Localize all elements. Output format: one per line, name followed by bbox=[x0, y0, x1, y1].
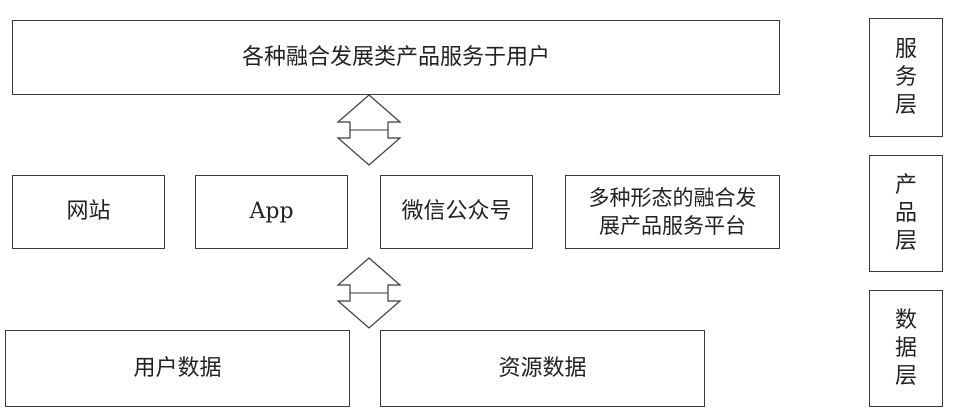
layer-label-service-text: 服务层 bbox=[895, 36, 918, 118]
layer-label-product-text: 产品层 bbox=[895, 172, 918, 254]
product-wechat-box: 微信公众号 bbox=[380, 175, 533, 249]
product-app-label: App bbox=[249, 199, 294, 224]
user-data-box: 用户数据 bbox=[5, 330, 350, 407]
user-data-label: 用户数据 bbox=[133, 355, 222, 381]
bidirectional-arrow-top bbox=[336, 94, 402, 166]
product-app-box: App bbox=[195, 175, 348, 249]
product-website-box: 网站 bbox=[12, 175, 165, 249]
layer-label-data-text: 数据层 bbox=[895, 307, 918, 389]
product-wechat-label: 微信公众号 bbox=[401, 199, 512, 224]
service-box-label: 各种融合发展类产品服务于用户 bbox=[241, 44, 550, 70]
product-website-label: 网站 bbox=[66, 199, 111, 224]
product-platform-box: 多种形态的融合发展产品服务平台 bbox=[565, 175, 780, 249]
bidirectional-arrow-bottom bbox=[336, 257, 402, 329]
resource-data-box: 资源数据 bbox=[380, 330, 705, 407]
layer-label-product: 产品层 bbox=[869, 155, 943, 272]
layer-label-data: 数据层 bbox=[869, 290, 943, 407]
service-box: 各种融合发展类产品服务于用户 bbox=[12, 20, 780, 95]
product-platform-label: 多种形态的融合发展产品服务平台 bbox=[588, 186, 757, 238]
layer-label-service: 服务层 bbox=[869, 18, 943, 137]
resource-data-label: 资源数据 bbox=[498, 355, 587, 381]
